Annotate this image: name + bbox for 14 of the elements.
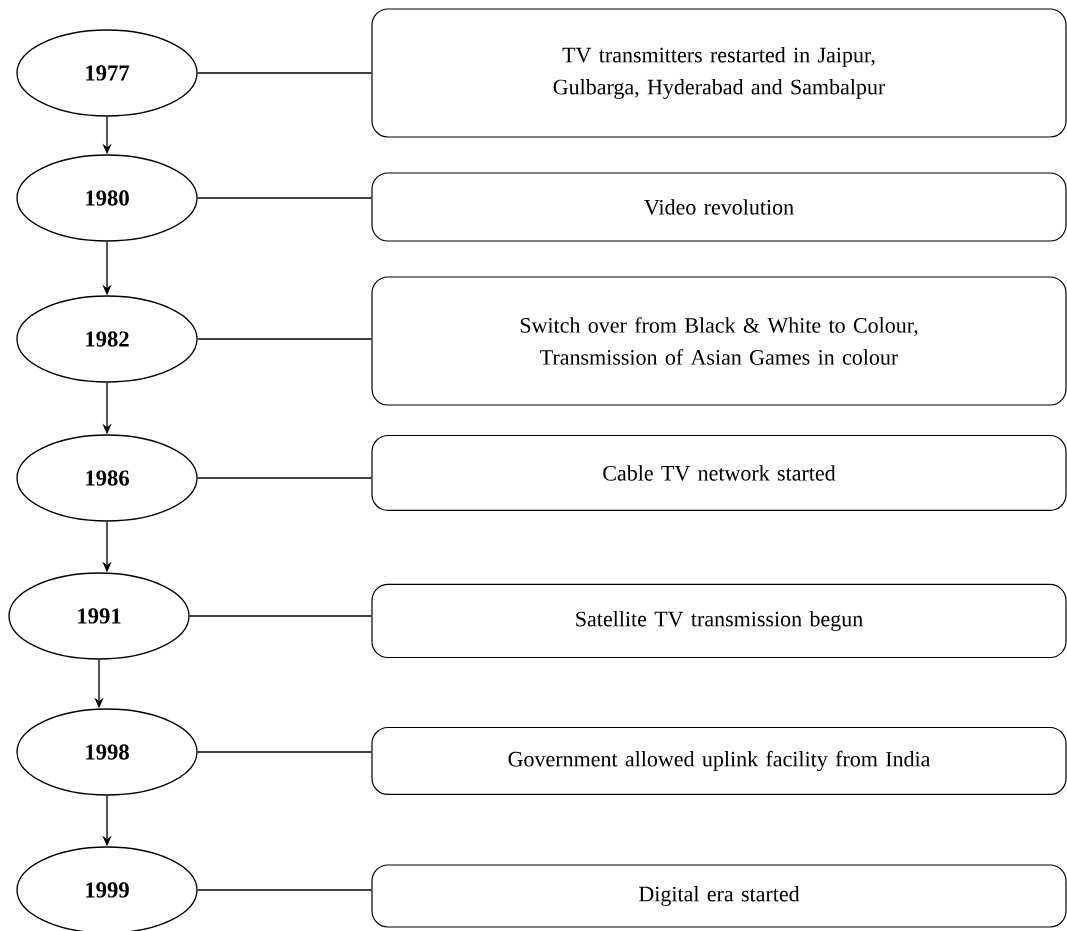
event-box: Satellite TV transmission begun xyxy=(371,583,1067,659)
event-box: Digital era started xyxy=(371,864,1067,928)
connector-line xyxy=(197,197,373,199)
event-box: TV transmitters restarted in Jaipur, Gulbarga, Hyderabad and Sambalpur xyxy=(371,8,1067,138)
event-box: Switch over from Black & White to Colour, Transmission of Asian Games in colour xyxy=(371,276,1067,406)
connector-line xyxy=(197,889,373,891)
event-box: Cable TV network started xyxy=(371,434,1067,512)
event-box: Video revolution xyxy=(371,172,1067,242)
connector-line xyxy=(189,615,373,617)
event-box: Government allowed uplink facility from India xyxy=(371,726,1067,796)
connector-line xyxy=(197,338,373,340)
connector-line xyxy=(197,751,373,753)
connector-line xyxy=(197,72,373,74)
connector-line xyxy=(197,477,373,479)
